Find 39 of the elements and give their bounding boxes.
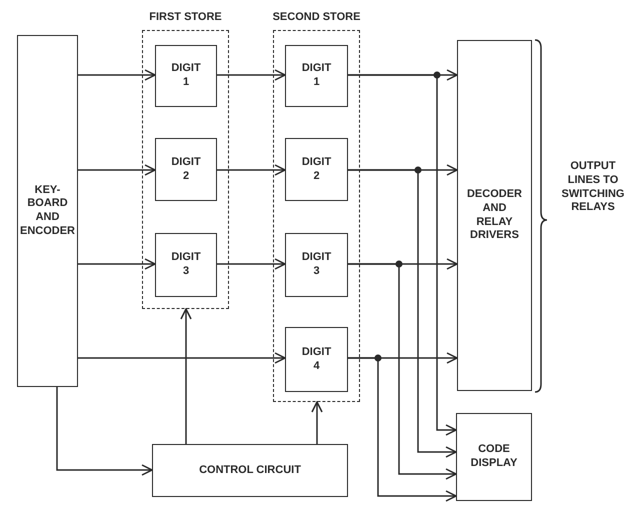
block-label: CONTROL CIRCUIT <box>199 464 301 478</box>
block-label: CODE DISPLAY <box>470 443 518 471</box>
signal-arrow <box>217 164 286 176</box>
signal-arrow <box>311 401 323 444</box>
block-box <box>17 35 78 387</box>
signal-arrow <box>78 164 156 176</box>
signal-arrow <box>217 258 286 270</box>
signal-arrow <box>348 263 457 480</box>
signal-arrow <box>217 69 286 81</box>
group-heading: FIRST STORE <box>148 11 223 23</box>
block-box <box>285 327 348 392</box>
signal-arrow <box>78 258 156 270</box>
signal-arrow <box>180 308 192 444</box>
signal-arrow <box>348 357 457 502</box>
block-box <box>155 138 217 201</box>
signal-arrow <box>348 74 457 436</box>
block-label: KEY- BOARD AND ENCODER <box>20 184 75 238</box>
block-box <box>285 45 348 107</box>
block-label: DIGIT 4 <box>302 346 332 374</box>
block-label: DIGIT 3 <box>171 251 201 279</box>
block-label: DECODER AND RELAY DRIVERS <box>466 188 522 243</box>
signal-arrow <box>348 169 457 458</box>
signal-arrow <box>78 352 286 364</box>
block-box <box>457 40 532 391</box>
block-label: DIGIT 1 <box>171 62 201 90</box>
block-label: DIGIT 2 <box>302 156 332 184</box>
output-note: OUTPUT LINES TO SWITCHING RELAYS <box>562 160 624 215</box>
block-box <box>456 413 532 501</box>
block-box <box>152 444 348 497</box>
block-label: DIGIT 1 <box>302 62 332 90</box>
group-heading: SECOND STORE <box>272 11 362 23</box>
block-label: DIGIT 3 <box>302 251 332 279</box>
block-label: DIGIT 2 <box>171 156 201 184</box>
block-box <box>285 233 348 297</box>
block-box <box>285 138 348 201</box>
signal-arrow <box>78 69 156 81</box>
block-box <box>155 45 217 107</box>
signal-arrow <box>56 387 153 476</box>
block-box <box>155 233 217 297</box>
